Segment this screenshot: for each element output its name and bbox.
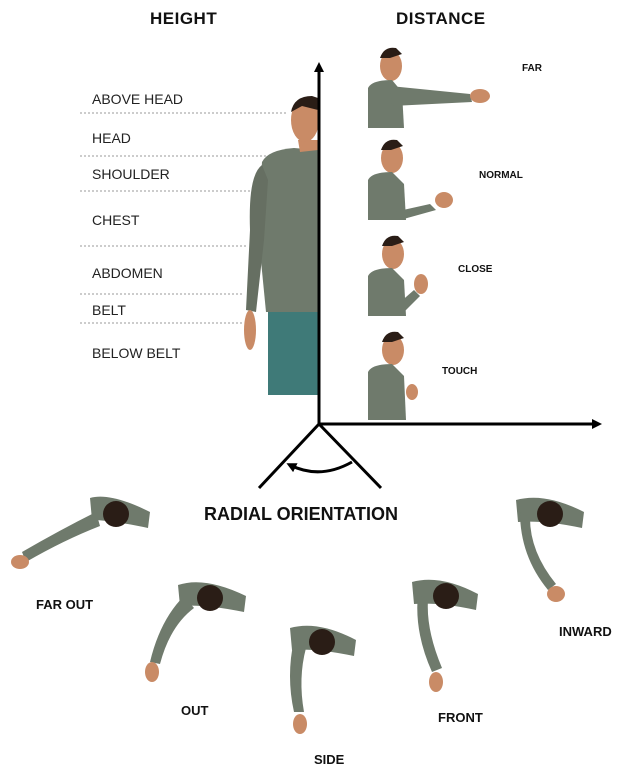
radial-orientation-title: RADIAL ORIENTATION: [204, 504, 398, 525]
height-label-shoulder: SHOULDER: [92, 166, 170, 182]
distance-label-normal: NORMAL: [479, 170, 523, 181]
orientation-label-front: FRONT: [438, 710, 483, 725]
orientation-figure-front: [412, 580, 478, 692]
distance-figure-close: [368, 236, 428, 316]
height-label-abdomen: ABDOMEN: [92, 265, 163, 281]
distance-title: DISTANCE: [396, 9, 486, 29]
height-label-head: HEAD: [92, 130, 131, 146]
orientation-figure-out: [145, 582, 246, 682]
height-label-belt: BELT: [92, 302, 126, 318]
distance-label-touch: TOUCH: [442, 366, 477, 377]
distance-label-close: CLOSE: [458, 264, 492, 275]
distance-figure-touch: [368, 332, 418, 420]
distance-figure-normal: [368, 140, 453, 220]
height-label-above-head: ABOVE HEAD: [92, 91, 183, 107]
orientation-label-inward: INWARD: [559, 624, 612, 639]
orientation-figure-side: [290, 626, 356, 734]
height-label-chest: CHEST: [92, 212, 139, 228]
height-title: HEIGHT: [150, 9, 217, 29]
orientation-figure-far-out: [11, 497, 150, 569]
orientation-figure-inward: [516, 498, 584, 602]
standing-figure: [244, 96, 319, 395]
distance-figure-far: [368, 48, 490, 128]
distance-label-far: FAR: [522, 63, 542, 74]
radial-arc-arrow: [290, 462, 352, 472]
height-label-below-belt: BELOW BELT: [92, 345, 180, 361]
orientation-label-side: SIDE: [314, 752, 344, 767]
orientation-label-out: OUT: [181, 703, 208, 718]
orientation-label-far-out: FAR OUT: [36, 597, 93, 612]
